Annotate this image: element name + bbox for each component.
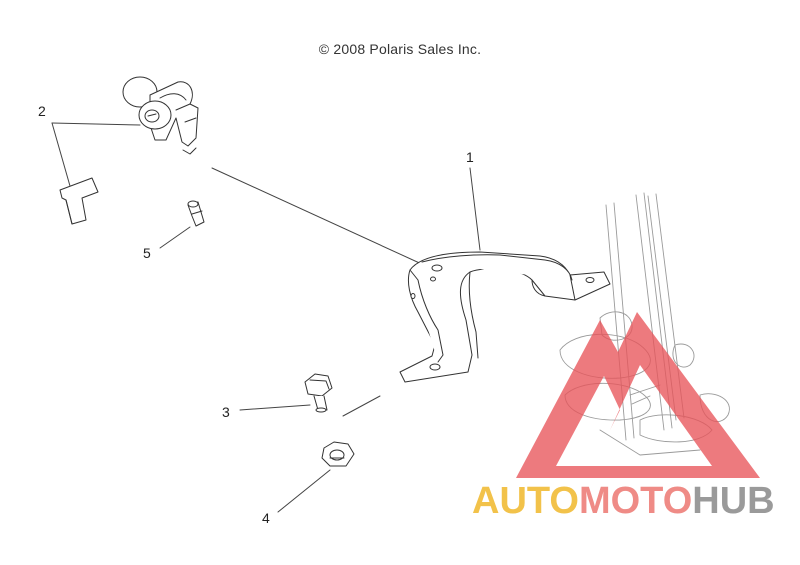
leader-line-2-to-1 bbox=[211, 167, 427, 267]
assembly-line-bolt bbox=[342, 395, 381, 417]
callout-number-4: 4 bbox=[262, 510, 270, 526]
watermark-auto: AUTO bbox=[472, 480, 579, 522]
callout-number-5: 5 bbox=[143, 245, 151, 261]
callout-1-leader bbox=[469, 167, 481, 251]
callout-number-3: 3 bbox=[222, 404, 230, 420]
watermark-text: AUTOMOTOHUB bbox=[472, 480, 775, 523]
part-1-bracket bbox=[399, 251, 611, 383]
watermark-hub: HUB bbox=[692, 480, 775, 522]
callout-2-leader bbox=[51, 122, 141, 187]
part-4-nut bbox=[321, 441, 355, 467]
copyright-text: © 2008 Polaris Sales Inc. bbox=[318, 41, 482, 57]
part-3-bolt bbox=[304, 373, 333, 413]
callout-number-1: 1 bbox=[466, 149, 474, 165]
callout-3-leader bbox=[239, 404, 311, 411]
watermark-logo-icon bbox=[516, 312, 760, 478]
part-2-ignition-switch bbox=[122, 76, 199, 155]
callout-4-leader bbox=[277, 469, 331, 513]
part-5-screw bbox=[187, 200, 205, 227]
watermark-moto: MOTO bbox=[578, 480, 693, 522]
callout-5-leader bbox=[159, 226, 191, 249]
part-2-key bbox=[59, 177, 99, 225]
callout-number-2: 2 bbox=[38, 103, 46, 119]
